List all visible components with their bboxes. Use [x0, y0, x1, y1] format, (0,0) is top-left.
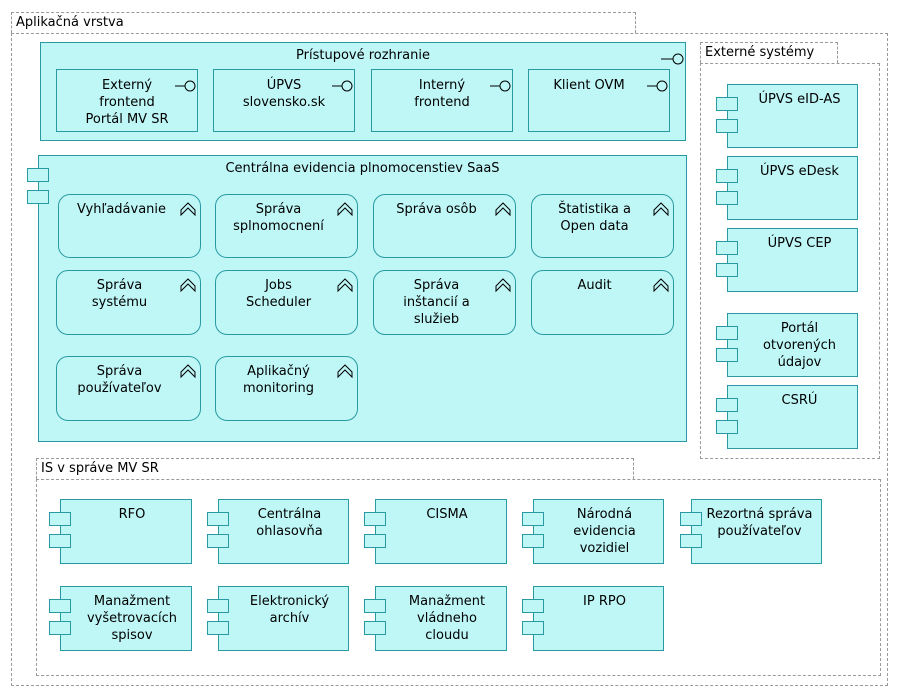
service-label: Správa osôb	[396, 202, 477, 217]
service-sprava-osob[interactable]: Správa osôb	[373, 194, 516, 258]
service-icon	[180, 202, 196, 217]
service-label: Štatistika a Open data	[558, 202, 631, 234]
external-upvs-eid-as[interactable]: ÚPVS eID-AS	[727, 84, 858, 148]
service-sprava-splnomocneni[interactable]: Správa splnomocnení	[215, 194, 358, 258]
access-item-upvs-slovensko[interactable]: ÚPVS slovensko.sk	[213, 69, 355, 132]
interface-icon	[647, 80, 668, 92]
external-portal-otvorenych-udajov[interactable]: Portál otvorených údajov	[727, 313, 858, 377]
service-label: Správa používateľov	[77, 364, 162, 396]
mvsr-item-label: IP RPO	[583, 594, 626, 609]
app-layer-group	[11, 33, 888, 686]
external-item-label: ÚPVS CEP	[767, 236, 832, 251]
mvsr-item-label: Manažment vyšetrovacích spisov	[86, 594, 178, 643]
interface-icon	[332, 80, 353, 92]
external-systems-group	[700, 63, 880, 459]
access-item-external-frontend[interactable]: Externý frontend Portál MV SR	[56, 69, 198, 132]
mvsr-cisma[interactable]: CISMA	[375, 499, 507, 564]
service-label: Správa splnomocnení	[233, 202, 324, 234]
access-interface-title: Prístupové rozhranie	[296, 48, 430, 63]
service-icon	[180, 364, 196, 379]
service-sprava-systemu[interactable]: Správa systému	[56, 270, 201, 335]
service-statistika-open-data[interactable]: Štatistika a Open data	[531, 194, 674, 258]
external-upvs-edesk[interactable]: ÚPVS eDesk	[727, 156, 858, 220]
access-item-internal-frontend[interactable]: Interný frontend	[371, 69, 513, 132]
mvsr-group	[36, 479, 881, 676]
mvsr-item-label: CISMA	[426, 507, 468, 522]
service-audit[interactable]: Audit	[531, 270, 674, 335]
service-icon	[653, 202, 669, 217]
external-systems-title: Externé systémy	[705, 45, 815, 60]
app-layer-tab: Aplikačná vrstva	[11, 12, 636, 33]
access-item-label: Externý frontend Portál MV SR	[85, 78, 169, 127]
mvsr-rezortna-sprava-pouzivatelov[interactable]: Rezortná správa používateľov	[691, 499, 822, 564]
mvsr-manazment-vladneho-cloudu[interactable]: Manažment vládneho cloudu	[375, 586, 507, 651]
mvsr-manazment-vysetrovacich-spisov[interactable]: Manažment vyšetrovacích spisov	[60, 586, 192, 651]
service-icon	[337, 202, 353, 217]
mvsr-item-label: Centrálna ohlasovňa	[256, 507, 323, 539]
mvsr-rfo[interactable]: RFO	[60, 499, 192, 564]
mvsr-item-label: Rezortná správa používateľov	[706, 507, 813, 539]
mvsr-tab: IS v správe MV SR	[36, 458, 634, 479]
mvsr-elektronicky-archiv[interactable]: Elektronický archív	[218, 586, 349, 651]
service-label: Správa systému	[91, 278, 148, 310]
external-csru[interactable]: CSRÚ	[727, 385, 858, 449]
interface-icon	[490, 80, 511, 92]
app-layer-title: Aplikačná vrstva	[16, 15, 124, 30]
mvsr-item-label: RFO	[118, 507, 146, 522]
service-icon	[180, 278, 196, 293]
service-jobs-scheduler[interactable]: Jobs Scheduler	[215, 270, 358, 335]
external-upvs-cep[interactable]: ÚPVS CEP	[727, 228, 858, 292]
service-icon	[653, 278, 669, 293]
service-sprava-pouzivatelov[interactable]: Správa používateľov	[56, 356, 201, 421]
interface-icon	[661, 53, 684, 65]
mvsr-title: IS v správe MV SR	[41, 461, 159, 476]
cep-saas-title: Centrálna evidencia plnomocenstiev SaaS	[225, 161, 500, 176]
service-label: Vyhľadávanie	[76, 202, 167, 217]
external-item-label: CSRÚ	[781, 393, 818, 408]
service-icon	[495, 202, 511, 217]
external-item-label: ÚPVS eID-AS	[758, 92, 841, 107]
access-item-label: Interný frontend	[414, 78, 470, 110]
external-item-label: Portál otvorených údajov	[762, 321, 837, 370]
mvsr-item-label: Národná evidencia vozidiel	[573, 507, 636, 556]
service-aplikacny-monitoring[interactable]: Aplikačný monitoring	[215, 356, 358, 421]
external-systems-tab: Externé systémy	[700, 42, 838, 63]
mvsr-item-label: Manažment vládneho cloudu	[408, 594, 486, 643]
service-label: Správa inštancií a služieb	[403, 278, 470, 327]
interface-icon	[175, 80, 196, 92]
service-icon	[337, 364, 353, 379]
service-label: Jobs Scheduler	[245, 278, 312, 310]
service-icon	[495, 278, 511, 293]
mvsr-centralna-ohlasovna[interactable]: Centrálna ohlasovňa	[218, 499, 349, 564]
access-item-label: ÚPVS slovensko.sk	[242, 78, 326, 110]
external-item-label: ÚPVS eDesk	[760, 164, 839, 179]
service-sprava-instancii[interactable]: Správa inštancií a služieb	[373, 270, 516, 335]
access-item-label: Klient OVM	[553, 78, 625, 93]
mvsr-item-label: Elektronický archív	[249, 594, 330, 626]
service-label: Audit	[577, 278, 612, 293]
mvsr-narodna-evidencia-vozidiel[interactable]: Národná evidencia vozidiel	[533, 499, 664, 564]
access-item-klient-ovm[interactable]: Klient OVM	[528, 69, 670, 132]
service-vyhladavanie[interactable]: Vyhľadávanie	[58, 194, 201, 258]
service-label: Aplikačný monitoring	[243, 364, 314, 396]
service-icon	[337, 278, 353, 293]
mvsr-ip-rpo[interactable]: IP RPO	[533, 586, 664, 651]
